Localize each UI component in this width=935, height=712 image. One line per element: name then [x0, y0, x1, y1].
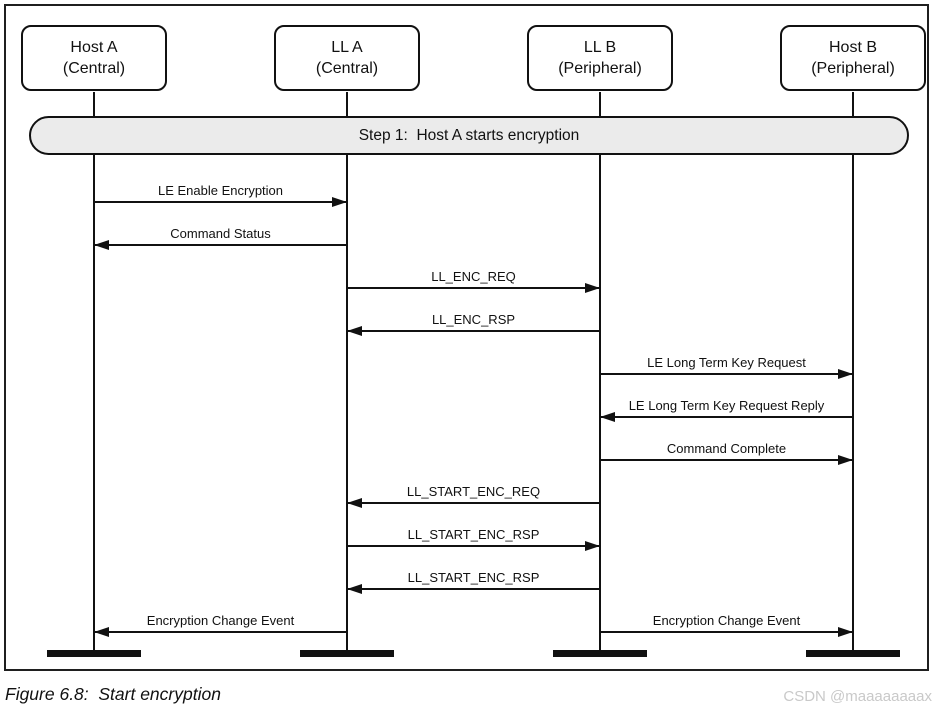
actor-role: (Peripheral) [558, 60, 642, 77]
message-label: LL_START_ENC_RSP [407, 527, 540, 542]
message-line [347, 588, 600, 590]
message-line [600, 416, 853, 418]
message-label: LL_START_ENC_RSP [407, 570, 540, 585]
lifeline-host-a [93, 92, 95, 655]
message-line [94, 201, 347, 203]
lifeline-host-b [852, 92, 854, 655]
message-label: LE Long Term Key Request Reply [628, 398, 825, 413]
lifeline-ll-a [346, 92, 348, 655]
message-1: Command Status [94, 220, 347, 250]
actor-name: Host A [70, 39, 118, 56]
message-arrowhead-icon [585, 283, 600, 293]
message-arrowhead-icon [838, 369, 853, 379]
actor-box-host-a: Host A (Central) [21, 25, 167, 91]
message-line [94, 244, 347, 246]
message-5: LE Long Term Key Request Reply [600, 392, 853, 422]
message-line [347, 502, 600, 504]
message-arrowhead-icon [347, 498, 362, 508]
message-label: LL_START_ENC_REQ [406, 484, 541, 499]
message-7: LL_START_ENC_REQ [347, 478, 600, 508]
message-arrowhead-icon [94, 240, 109, 250]
message-label: LE Long Term Key Request [647, 355, 806, 370]
message-4: LE Long Term Key Request [600, 349, 853, 379]
step-banner-label: Step 1: Host A starts encryption [358, 126, 580, 144]
diagram-frame: Host A (Central) LL A (Central) LL B (Pe… [4, 4, 929, 671]
message-line [600, 631, 853, 633]
message-arrowhead-icon [332, 197, 347, 207]
message-11: Encryption Change Event [600, 607, 853, 637]
actor-role: (Central) [315, 60, 379, 77]
watermark-text: CSDN @maaaaaaaax [783, 688, 932, 705]
termination-bar-ll-b [553, 650, 647, 657]
step-banner: Step 1: Host A starts encryption [29, 116, 909, 155]
termination-bar-host-a [47, 650, 141, 657]
message-arrowhead-icon [347, 584, 362, 594]
message-6: Command Complete [600, 435, 853, 465]
message-line [347, 545, 600, 547]
message-3: LL_ENC_RSP [347, 306, 600, 336]
actor-name: Host B [828, 39, 877, 56]
actor-role: (Peripheral) [811, 60, 895, 77]
message-label: LL_ENC_RSP [431, 312, 516, 327]
message-arrowhead-icon [838, 455, 853, 465]
message-9: LL_START_ENC_RSP [347, 564, 600, 594]
actor-name: LL A [331, 39, 363, 56]
message-10: Encryption Change Event [94, 607, 347, 637]
message-label: LL_ENC_REQ [431, 269, 516, 284]
termination-bar-ll-a [300, 650, 394, 657]
message-line [94, 631, 347, 633]
message-label: Command Complete [666, 441, 787, 456]
message-arrowhead-icon [94, 627, 109, 637]
figure-caption: Figure 6.8: Start encryption [5, 684, 221, 704]
message-line [600, 459, 853, 461]
actor-box-ll-b: LL B (Peripheral) [527, 25, 673, 91]
message-8: LL_START_ENC_RSP [347, 521, 600, 551]
message-arrowhead-icon [585, 541, 600, 551]
message-label: LE Enable Encryption [157, 183, 284, 198]
message-2: LL_ENC_REQ [347, 263, 600, 293]
actor-role: (Central) [62, 60, 126, 77]
actor-box-ll-a: LL A (Central) [274, 25, 420, 91]
message-label: Command Status [170, 226, 271, 241]
message-line [347, 287, 600, 289]
message-0: LE Enable Encryption [94, 177, 347, 207]
message-label: Encryption Change Event [652, 613, 801, 628]
message-arrowhead-icon [347, 326, 362, 336]
message-arrowhead-icon [838, 627, 853, 637]
message-label: Encryption Change Event [146, 613, 295, 628]
actor-box-host-b: Host B (Peripheral) [780, 25, 926, 91]
termination-bar-host-b [806, 650, 900, 657]
actor-name: LL B [583, 39, 617, 56]
message-line [347, 330, 600, 332]
message-line [600, 373, 853, 375]
message-arrowhead-icon [600, 412, 615, 422]
